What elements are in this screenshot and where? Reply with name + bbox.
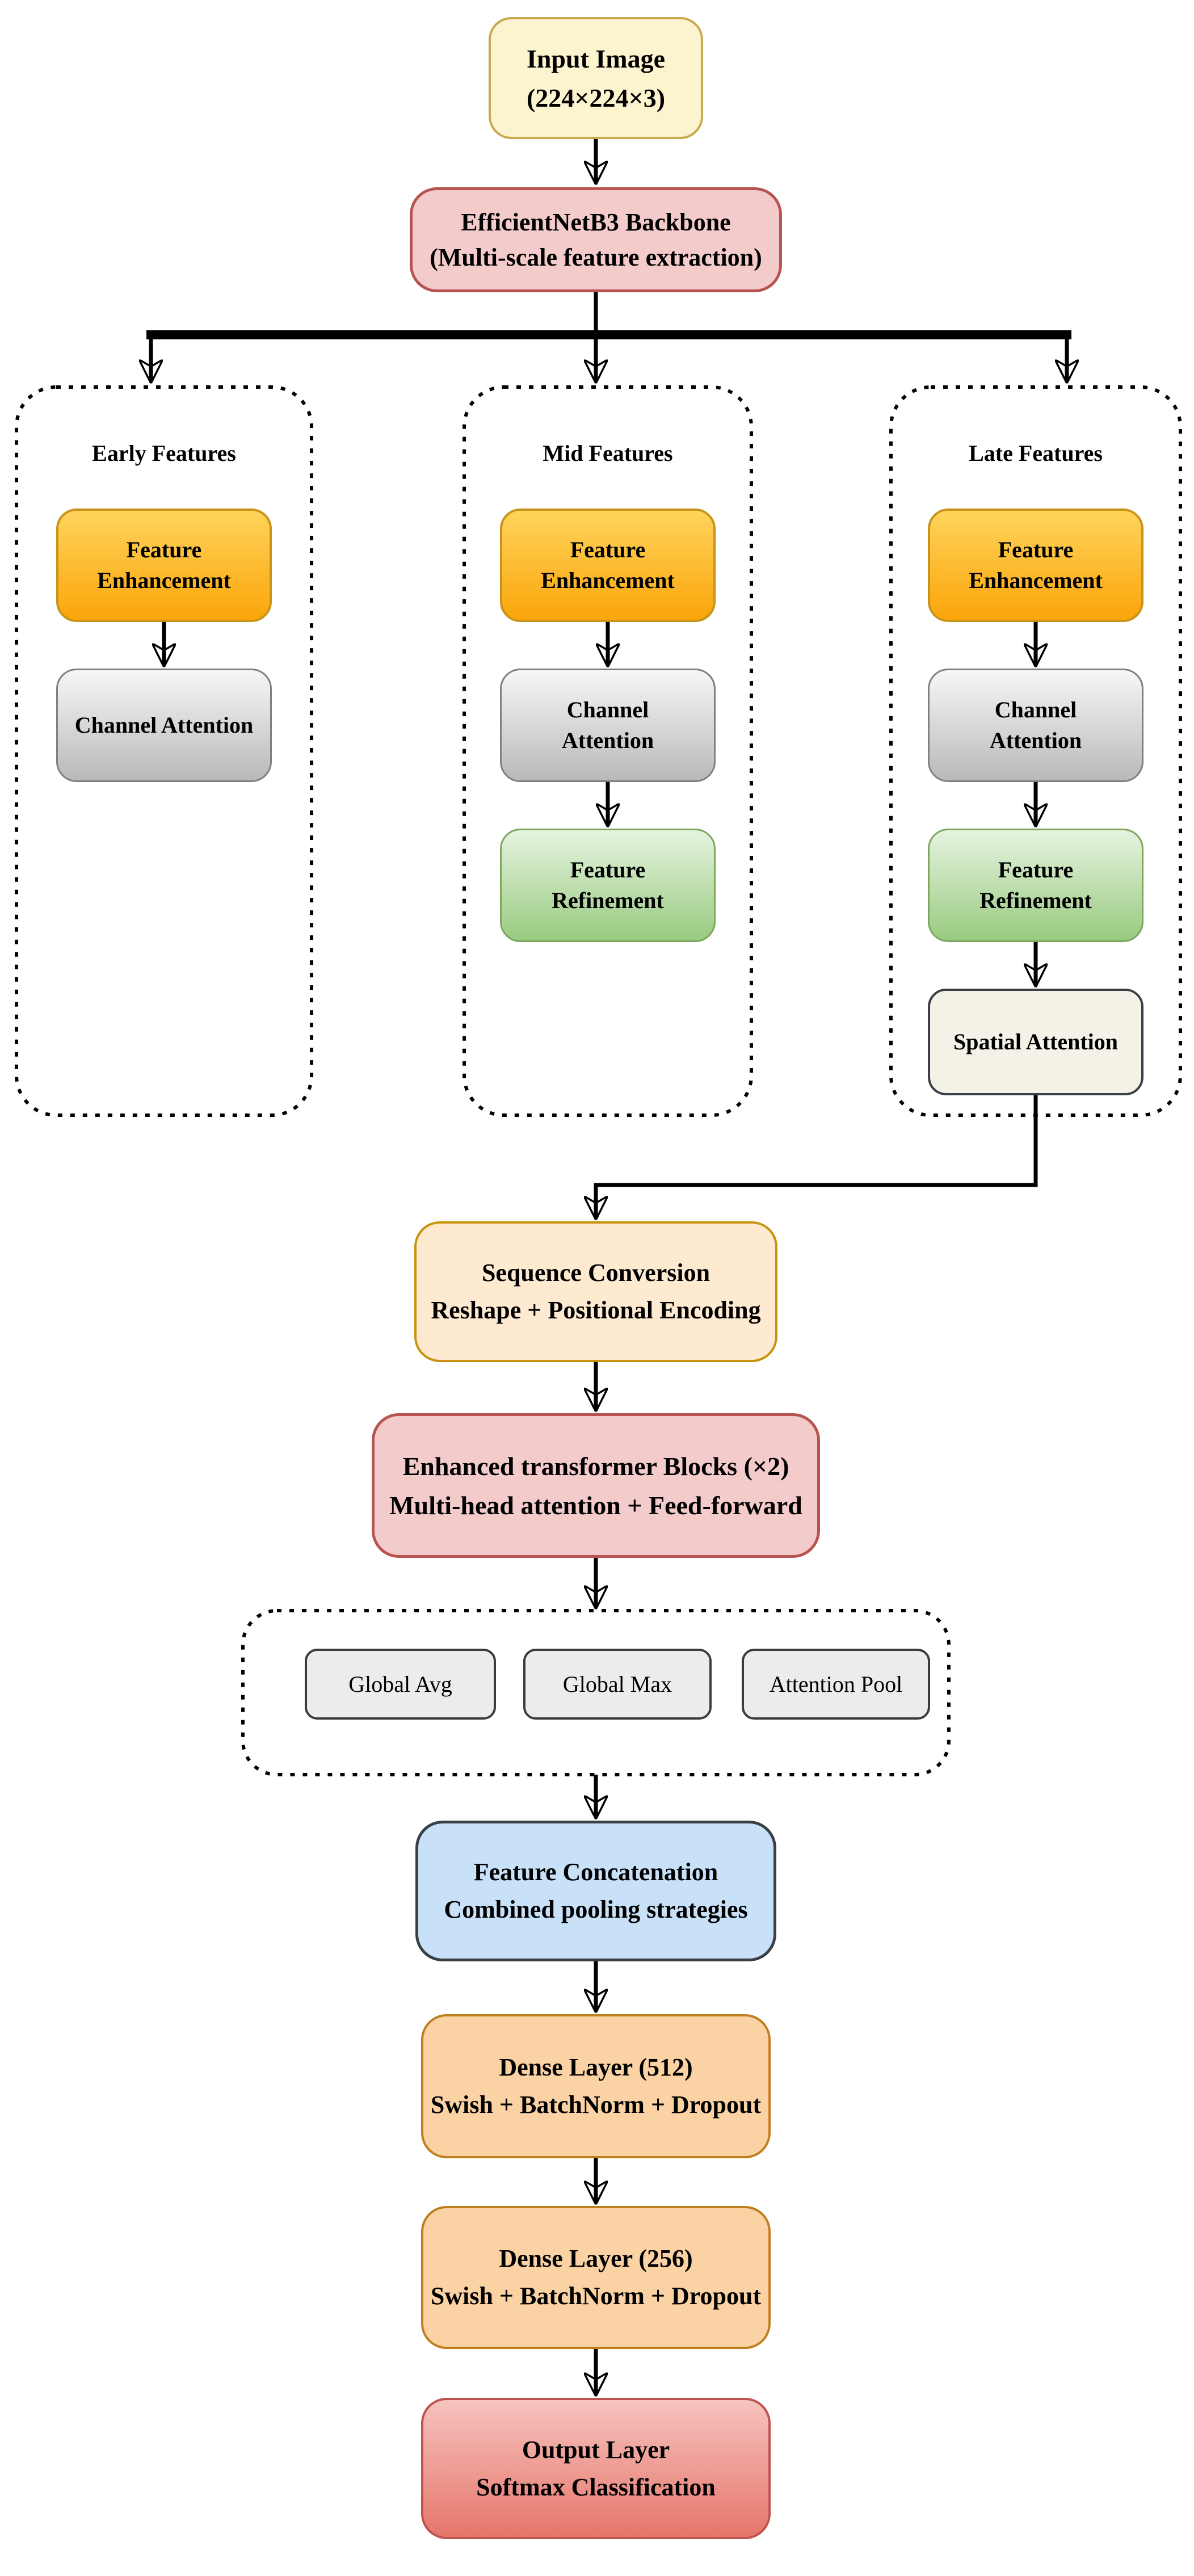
output-line1: Output Layer <box>522 2435 670 2464</box>
block-line: Refinement <box>979 888 1092 913</box>
block-line: Feature <box>998 537 1074 562</box>
block-line: Enhancement <box>541 568 675 593</box>
output-line2: Softmax Classification <box>476 2473 716 2501</box>
dense256-line1: Dense Layer (256) <box>499 2245 693 2272</box>
transformer-line1: Enhanced transformer Blocks (×2) <box>402 1451 789 1481</box>
block-line: Enhancement <box>97 568 231 593</box>
concat-line1: Feature Concatenation <box>473 1858 718 1886</box>
input-image-line1: Input Image <box>526 44 666 73</box>
transformer-node: Enhanced transformer Blocks (×2) Multi-h… <box>372 1413 820 1558</box>
sequence-line1: Sequence Conversion <box>481 1259 710 1287</box>
elbow-late-to-sequence <box>596 1095 1038 1218</box>
block-line: Channel <box>994 697 1077 722</box>
block-line: Feature <box>570 537 646 562</box>
sequence-conversion-node: Sequence Conversion Reshape + Positional… <box>414 1221 777 1362</box>
early-channel-attention: Channel Attention <box>56 669 272 782</box>
early-features-title: Early Features <box>92 440 236 466</box>
input-image-node: Input Image (224×224×3) <box>489 17 703 139</box>
block-line: Feature <box>570 857 646 883</box>
dense256-line2: Swish + BatchNorm + Dropout <box>430 2282 762 2310</box>
global-max-pool-node: Global Max <box>523 1649 712 1720</box>
input-image-line2: (224×224×3) <box>526 83 666 112</box>
attention-pool-node: Attention Pool <box>742 1649 930 1720</box>
late-feature-enhancement: Feature Enhancement <box>928 509 1143 622</box>
global-avg-pool-node: Global Avg <box>305 1649 496 1720</box>
sequence-line2: Reshape + Positional Encoding <box>431 1296 761 1324</box>
late-spatial-attention: Spatial Attention <box>928 989 1143 1095</box>
dense-512-node: Dense Layer (512) Swish + BatchNorm + Dr… <box>421 2014 771 2158</box>
block-line: Channel <box>566 697 649 722</box>
pool-label: Global Avg <box>348 1671 452 1697</box>
output-layer-node: Output Layer Softmax Classification <box>421 2398 771 2539</box>
late-features-title: Late Features <box>969 440 1103 466</box>
late-feature-refinement: Feature Refinement <box>928 829 1143 942</box>
concat-line2: Combined pooling strategies <box>444 1896 748 1923</box>
block-line: Attention <box>561 728 654 753</box>
mid-feature-refinement: Feature Refinement <box>500 829 716 942</box>
backbone-node: EfficientNetB3 Backbone (Multi-scale fea… <box>410 187 782 292</box>
backbone-line1: EfficientNetB3 Backbone <box>461 208 731 236</box>
block-line: Feature <box>998 857 1074 883</box>
dense512-line2: Swish + BatchNorm + Dropout <box>430 2091 762 2119</box>
mid-features-container <box>463 385 753 1117</box>
dense-256-node: Dense Layer (256) Swish + BatchNorm + Dr… <box>421 2206 771 2349</box>
block-line: Channel Attention <box>74 712 254 738</box>
block-line: Refinement <box>552 888 664 913</box>
early-feature-enhancement: Feature Enhancement <box>56 509 272 622</box>
transformer-line2: Multi-head attention + Feed-forward <box>389 1490 802 1520</box>
block-line: Spatial Attention <box>953 1029 1119 1054</box>
block-line: Attention <box>989 728 1082 753</box>
mid-feature-enhancement: Feature Enhancement <box>500 509 716 622</box>
pooling-container <box>241 1609 951 1776</box>
feature-concatenation-node: Feature Concatenation Combined pooling s… <box>415 1821 776 1961</box>
backbone-line2: (Multi-scale feature extraction) <box>430 243 762 271</box>
pool-label: Attention Pool <box>769 1671 903 1697</box>
block-line: Enhancement <box>969 568 1103 593</box>
mid-channel-attention: Channel Attention <box>500 669 716 782</box>
early-features-container <box>15 385 313 1117</box>
late-channel-attention: Channel Attention <box>928 669 1143 782</box>
mid-features-title: Mid Features <box>543 440 673 466</box>
dense512-line1: Dense Layer (512) <box>499 2053 693 2081</box>
block-line: Feature <box>126 537 202 562</box>
pool-label: Global Max <box>562 1671 672 1697</box>
